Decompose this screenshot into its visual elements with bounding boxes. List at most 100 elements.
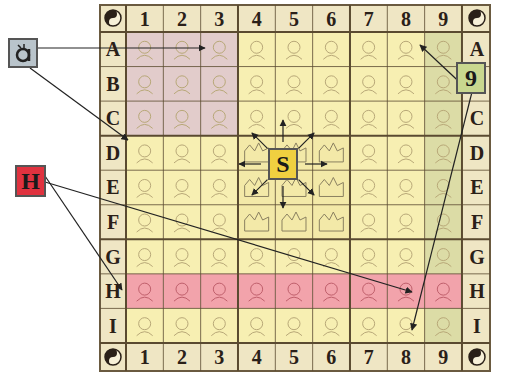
city-motif	[282, 212, 306, 231]
cell-motif	[174, 55, 190, 59]
cell-motif	[211, 159, 227, 163]
grid-line	[100, 204, 490, 205]
cell-motif	[435, 332, 451, 336]
column-number: 5	[289, 347, 299, 367]
leader-line	[282, 186, 283, 208]
cell-motif	[213, 179, 225, 191]
cell-motif	[213, 283, 225, 295]
cell-motif	[361, 90, 377, 94]
cell-motif	[137, 332, 153, 336]
leader-line	[252, 133, 268, 149]
cell-motif	[400, 41, 412, 53]
row-letter: G	[469, 247, 485, 267]
leader-line	[45, 182, 412, 292]
cell-motif	[137, 263, 153, 267]
cell-motif	[288, 41, 300, 53]
board-cell	[313, 32, 350, 67]
grid-line	[100, 238, 490, 240]
grid-line	[387, 5, 388, 371]
cell-motif	[139, 76, 151, 88]
cell-motif	[211, 228, 227, 232]
board-cell	[163, 101, 200, 136]
board-cell	[201, 274, 238, 309]
board-cell	[163, 32, 200, 67]
cell-motif	[400, 145, 412, 157]
city-motif	[319, 177, 343, 196]
grid-line	[100, 101, 490, 102]
cell-motif	[398, 124, 414, 128]
cell-motif	[437, 110, 449, 122]
board-cell	[163, 308, 200, 343]
leader-line	[252, 180, 268, 196]
board-cell	[126, 170, 163, 205]
callout-letter: 9	[465, 66, 477, 90]
board-cell	[387, 32, 424, 67]
cell-motif	[213, 110, 225, 122]
board-cell	[313, 308, 350, 343]
cell-motif	[139, 283, 151, 295]
cell-motif	[437, 76, 449, 88]
board-cell	[126, 101, 163, 136]
board-cell	[350, 67, 387, 102]
row-letter: G	[105, 247, 121, 267]
cell-motif	[398, 193, 414, 197]
column-number: 2	[177, 9, 187, 29]
cell-motif	[174, 90, 190, 94]
corner-symbol	[469, 349, 481, 365]
row-letter: A	[106, 39, 120, 59]
board-cell	[126, 67, 163, 102]
cell-motif	[249, 332, 265, 336]
leader-line	[38, 47, 205, 48]
board-cell	[425, 308, 462, 343]
cell-motif	[137, 228, 153, 232]
column-number: 8	[401, 9, 411, 29]
corner-symbol	[105, 10, 117, 26]
cell-motif	[251, 76, 263, 88]
board-cell	[275, 101, 312, 136]
cell-motif	[325, 110, 337, 122]
board-cell	[126, 136, 163, 171]
row-letter: I	[109, 316, 117, 336]
column-number: 1	[140, 347, 150, 367]
cell-motif	[361, 263, 377, 267]
cell-motif	[361, 228, 377, 232]
board-cell	[313, 239, 350, 274]
cell-motif	[400, 318, 412, 330]
cell-motif	[363, 145, 375, 157]
cell-motif	[398, 159, 414, 163]
grid-line	[461, 5, 463, 371]
leader-line	[305, 163, 327, 164]
column-number: 7	[364, 9, 374, 29]
cell-motif	[398, 297, 414, 301]
cell-motif	[213, 318, 225, 330]
cell-motif	[139, 41, 151, 53]
row-letter: B	[106, 74, 119, 94]
cell-motif	[139, 214, 151, 226]
grid-line	[349, 5, 351, 371]
grid-line	[125, 5, 127, 371]
column-number: 6	[326, 347, 336, 367]
cell-motif	[435, 297, 451, 301]
cell-motif	[437, 318, 449, 330]
cell-motif	[211, 332, 227, 336]
column-number: 7	[364, 347, 374, 367]
column-number: 9	[438, 9, 448, 29]
cell-motif	[137, 90, 153, 94]
cell-motif	[137, 193, 153, 197]
board-cell	[350, 205, 387, 240]
grid-line	[100, 66, 490, 67]
board-cell	[201, 136, 238, 171]
cell-motif	[286, 297, 302, 301]
cell-motif	[325, 318, 337, 330]
cell-motif	[288, 76, 300, 88]
cell-motif	[213, 249, 225, 261]
cell-motif	[176, 283, 188, 295]
board-cell	[275, 67, 312, 102]
cell-motif	[211, 297, 227, 301]
cell-motif	[435, 90, 451, 94]
cell-motif	[176, 318, 188, 330]
row-letter: C	[106, 108, 120, 128]
city-motif	[319, 212, 343, 231]
cell-motif	[139, 318, 151, 330]
board-cell	[201, 67, 238, 102]
